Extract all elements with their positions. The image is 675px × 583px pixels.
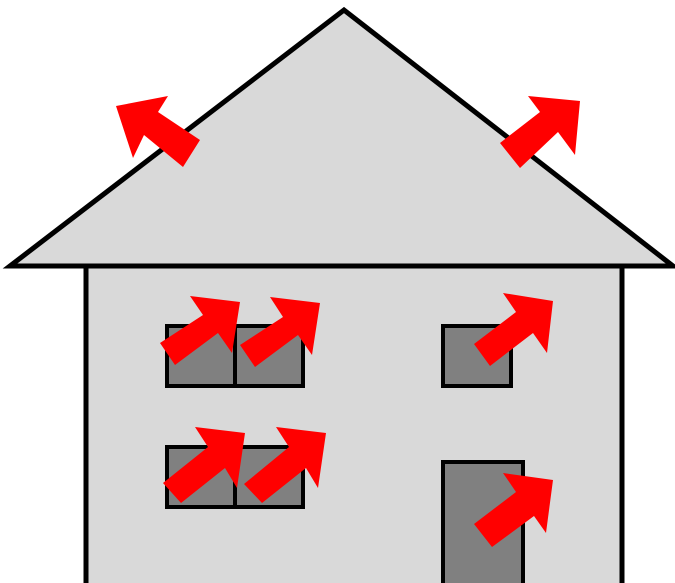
arrow-up-right-icon (474, 473, 553, 547)
heat-loss-arrows (116, 96, 580, 547)
arrow-up-right-icon (244, 427, 326, 503)
arrow-up-left-icon (116, 96, 200, 167)
arrow-up-right-icon (474, 293, 553, 366)
arrow-up-right-icon (160, 296, 240, 365)
arrow-up-right-icon (500, 96, 580, 168)
arrow-up-right-icon (163, 427, 245, 503)
arrow-up-right-icon (240, 297, 320, 367)
